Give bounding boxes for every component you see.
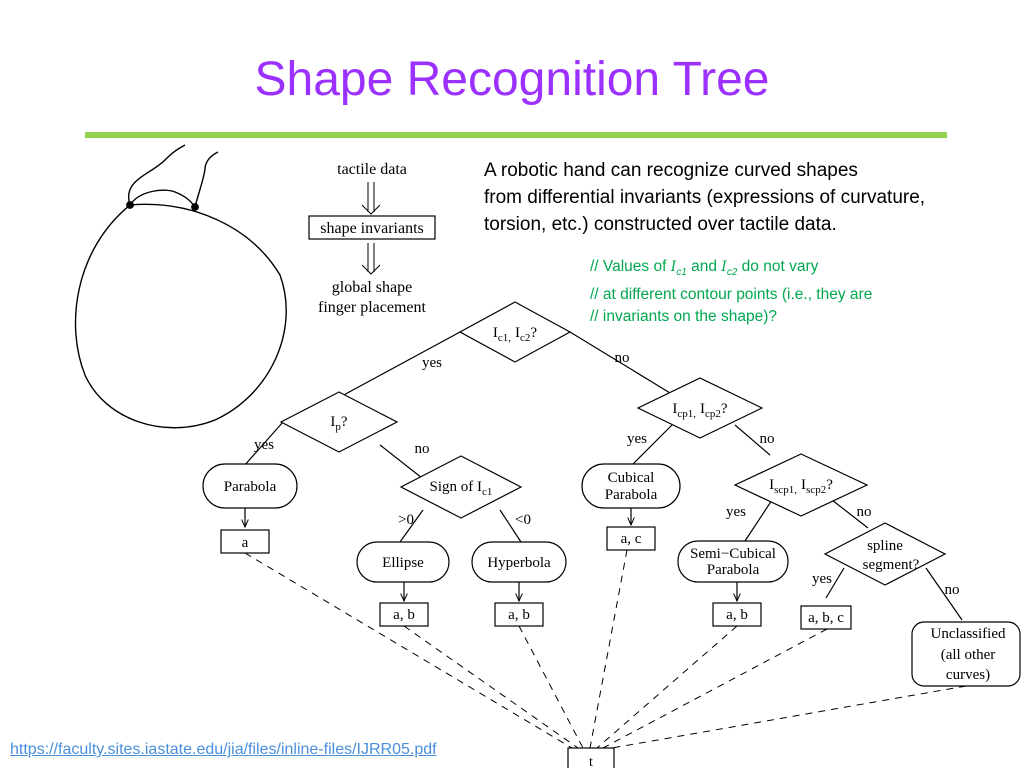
svg-text:spline: spline [867, 538, 903, 554]
tactile-shape-illustration [74, 144, 287, 429]
description-line: A robotic hand can recognize curved shap… [484, 160, 858, 181]
decision-root: Ic1,Ic2? [458, 301, 572, 363]
tree-edges [244, 331, 963, 621]
source-link[interactable]: https://faculty.sites.iastate.edu/jia/fi… [10, 741, 437, 758]
decision-ip: Ip? [279, 391, 399, 453]
svg-text:a, b: a, b [508, 607, 530, 623]
svg-text:segment?: segment? [863, 557, 920, 573]
leaf-unclassified: Unclassified (all other curves) [911, 621, 1021, 687]
svg-text:Hyperbola: Hyperbola [487, 555, 551, 571]
svg-text:Cubical: Cubical [608, 470, 655, 486]
edge-label-negative: <0 [515, 512, 531, 528]
finger-right [194, 151, 219, 208]
edge-label-yes: yes [726, 504, 746, 520]
svg-text:Unclassified: Unclassified [931, 626, 1006, 642]
comment-line: // invariants on the shape)? [590, 308, 777, 326]
dashed-connectors [244, 549, 967, 749]
output-box-a: a [220, 529, 270, 554]
decision-iscp: Iscp1,Iscp2? [733, 453, 869, 517]
pipeline-step-tactile: tactile data [337, 161, 407, 178]
output-box-ellipse: a, b [379, 602, 429, 627]
svg-text:a, b, c: a, b, c [808, 610, 844, 626]
decision-spline: spline segment? [823, 522, 947, 586]
leaf-parabola: Parabola [202, 463, 298, 509]
object-contour [74, 203, 287, 429]
edge-label-no: no [945, 582, 960, 598]
edge-label-no: no [415, 441, 430, 457]
svg-text:a, c: a, c [621, 531, 642, 547]
edge-label-yes: yes [812, 571, 832, 587]
description-line: torsion, etc.) constructed over tactile … [484, 214, 837, 235]
leaf-hyperbola: Hyperbola [471, 541, 567, 583]
svg-text:Ic1,Ic2?: Ic1,Ic2? [493, 325, 538, 344]
svg-text:t: t [589, 755, 593, 768]
finger-left [127, 144, 186, 206]
svg-text:Sign of Ic1: Sign of Ic1 [430, 479, 493, 498]
pipeline-diagram: tactile data shape invariants global sha… [308, 161, 436, 316]
svg-text:(all other: (all other [941, 647, 996, 663]
svg-text:Ellipse: Ellipse [382, 555, 424, 571]
code-comment: // Values of Ic1 and Ic2 do not vary // … [590, 256, 872, 328]
edge-label-positive: >0 [398, 512, 414, 528]
output-box-cubical: a, c [606, 526, 656, 551]
slide-title: Shape Recognition Tree [254, 53, 770, 106]
svg-text:Ip?: Ip? [330, 414, 348, 433]
edge-label-no: no [760, 431, 775, 447]
contact-point-left [126, 201, 134, 209]
comment-line: // Values of Ic1 and Ic2 do not vary [590, 258, 819, 279]
edge-label-yes: yes [422, 355, 442, 371]
title-underline [85, 132, 947, 138]
edge-label-no: no [615, 350, 630, 366]
comment-line: // at different contour points (i.e., th… [590, 286, 873, 304]
contact-point-right [191, 203, 199, 211]
terminal-box: t [567, 747, 615, 768]
svg-text:Iscp1,Iscp2?: Iscp1,Iscp2? [769, 477, 833, 496]
svg-text:Icp1,Icp2?: Icp1,Icp2? [672, 401, 728, 420]
pipeline-step-finger: finger placement [318, 299, 427, 316]
leaf-semicubical-parabola: Semi−Cubical Parabola [677, 540, 789, 583]
svg-text:Parabola: Parabola [707, 562, 760, 578]
finger-left-inner [129, 189, 196, 208]
output-box-hyperbola: a, b [494, 602, 544, 627]
svg-text:curves): curves) [946, 667, 990, 683]
edge-label-yes: yes [627, 431, 647, 447]
leaf-cubical-parabola: Cubical Parabola [581, 463, 681, 509]
svg-text:Parabola: Parabola [605, 487, 658, 503]
pipeline-step-invariants: shape invariants [320, 220, 424, 237]
description-line: from differential invariants (expression… [484, 187, 926, 208]
edge-label-no: no [857, 504, 872, 520]
svg-text:a: a [242, 535, 249, 551]
leaf-ellipse: Ellipse [356, 541, 450, 583]
pipeline-step-global: global shape [332, 279, 412, 296]
output-box-semicubical: a, b [712, 602, 762, 627]
slide-description: A robotic hand can recognize curved shap… [484, 157, 925, 238]
edge-label-yes: yes [254, 437, 274, 453]
output-box-spline: a, b, c [800, 605, 852, 630]
pipeline-step-box [308, 215, 436, 240]
svg-text:a, b: a, b [726, 607, 748, 623]
svg-text:a, b: a, b [393, 607, 415, 623]
svg-text:Semi−Cubical: Semi−Cubical [690, 546, 776, 562]
decision-sign: Sign of Ic1 [399, 455, 523, 519]
svg-text:Parabola: Parabola [224, 479, 277, 495]
decision-icp: Icp1,Icp2? [636, 377, 764, 439]
